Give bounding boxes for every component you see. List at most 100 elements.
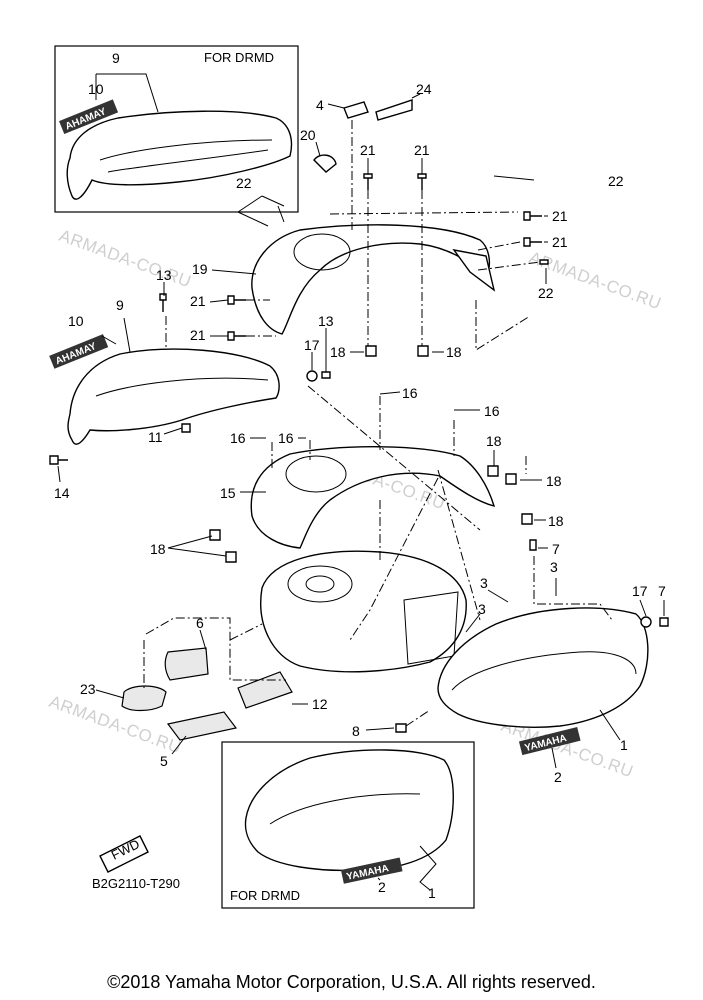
callout: 18 <box>446 344 462 360</box>
leader <box>57 465 61 483</box>
leader <box>419 845 437 891</box>
leader-lines <box>57 93 665 891</box>
screw-13 <box>321 371 331 379</box>
callout: 16 <box>402 385 418 401</box>
callout: 21 <box>414 142 430 158</box>
callout: 3 <box>478 601 486 617</box>
bolt-8 <box>395 723 407 733</box>
fwd-arrow-shape <box>99 835 149 873</box>
tank-body <box>260 550 467 673</box>
leader <box>327 103 345 109</box>
leader <box>209 299 229 303</box>
callout: 1 <box>620 737 628 753</box>
leader <box>377 877 381 881</box>
callout: 17 <box>304 337 320 353</box>
leader <box>551 747 557 769</box>
bolt-7 <box>659 617 669 627</box>
callout: 21 <box>552 234 568 250</box>
callout: 21 <box>190 327 206 343</box>
callout: 1 <box>428 885 436 901</box>
callout: 17 <box>632 583 648 599</box>
clip-18 <box>417 345 429 357</box>
cover-9-drmd <box>66 110 293 200</box>
cover-19-body <box>251 224 491 335</box>
clip-18 <box>365 345 377 357</box>
screw-21 <box>363 173 373 190</box>
leader <box>95 73 159 113</box>
callout: 3 <box>480 575 488 591</box>
bolt-14 <box>49 455 68 465</box>
leader <box>171 735 187 755</box>
callout: 8 <box>352 723 360 739</box>
assembly-line <box>477 261 541 271</box>
callout: 22 <box>236 175 252 191</box>
leader <box>599 709 621 741</box>
callout: 21 <box>552 208 568 224</box>
leader <box>199 629 207 651</box>
fwd-arrow: FWD <box>99 835 149 873</box>
washer-17 <box>306 370 318 382</box>
callout: 18 <box>330 344 346 360</box>
cover-19 <box>251 224 496 335</box>
callout: 13 <box>156 267 172 283</box>
callout: 18 <box>546 473 562 489</box>
bolt-7 <box>529 539 537 551</box>
leader <box>465 613 481 633</box>
cover-19-opening <box>293 233 351 271</box>
leader <box>487 589 509 603</box>
callout: 22 <box>538 285 554 301</box>
screw-21 <box>523 211 542 221</box>
callout: 16 <box>278 430 294 446</box>
callout: 4 <box>316 97 324 113</box>
callout: 24 <box>416 81 432 97</box>
leader <box>167 535 227 557</box>
diagram-code: B2G2110-T290 <box>92 876 180 891</box>
copyright-notice: ©2018 Yamaha Motor Corporation, U.S.A. A… <box>107 972 596 992</box>
cover-1-drmd <box>244 749 454 872</box>
cover-15 <box>209 345 533 563</box>
callout: 9 <box>116 297 124 313</box>
watermark: ARMADA-CO.RU <box>527 248 664 313</box>
callout: 21 <box>190 293 206 309</box>
assembly-line <box>145 617 286 681</box>
inset-label: FOR DRMD <box>230 888 300 903</box>
screw-22 <box>539 259 549 265</box>
screw-13 <box>159 293 167 312</box>
washer-17 <box>640 616 652 628</box>
cover-15-opening <box>285 455 347 493</box>
tank-filler <box>287 565 353 603</box>
pad-12 <box>237 671 293 709</box>
callout: 5 <box>160 753 168 769</box>
inset-box-bottom: YAMAHA FOR DRMD <box>221 741 475 909</box>
callout: 14 <box>54 485 70 501</box>
cover-edge <box>99 139 273 161</box>
leader <box>639 599 647 617</box>
callout: 7 <box>552 541 560 557</box>
leader <box>365 727 395 731</box>
assembly-line <box>533 556 613 621</box>
cover-15-body <box>250 446 496 549</box>
cover-19-tab <box>452 248 496 292</box>
pad-6 <box>164 647 209 681</box>
inset-frame <box>221 741 475 909</box>
callout: 18 <box>486 433 502 449</box>
callout: 11 <box>148 429 163 445</box>
callout: 19 <box>192 261 208 277</box>
clip-18 <box>487 465 499 477</box>
callout: 23 <box>80 681 96 697</box>
screw-21 <box>227 331 246 341</box>
clip-18 <box>505 473 517 485</box>
fuel-tank <box>260 550 467 673</box>
callout: 13 <box>318 313 334 329</box>
clip-18 <box>209 529 221 541</box>
assembly-line <box>329 211 519 215</box>
screw-21 <box>227 295 246 305</box>
screw-22 <box>493 175 535 181</box>
assembly-line <box>437 469 481 621</box>
assembly-line <box>229 623 263 641</box>
callout: 3 <box>550 559 558 575</box>
callout: 18 <box>150 541 166 557</box>
callouts: 4 24 20 21 21 22 22 21 21 22 19 13 21 21… <box>54 81 666 901</box>
screws <box>159 173 549 382</box>
